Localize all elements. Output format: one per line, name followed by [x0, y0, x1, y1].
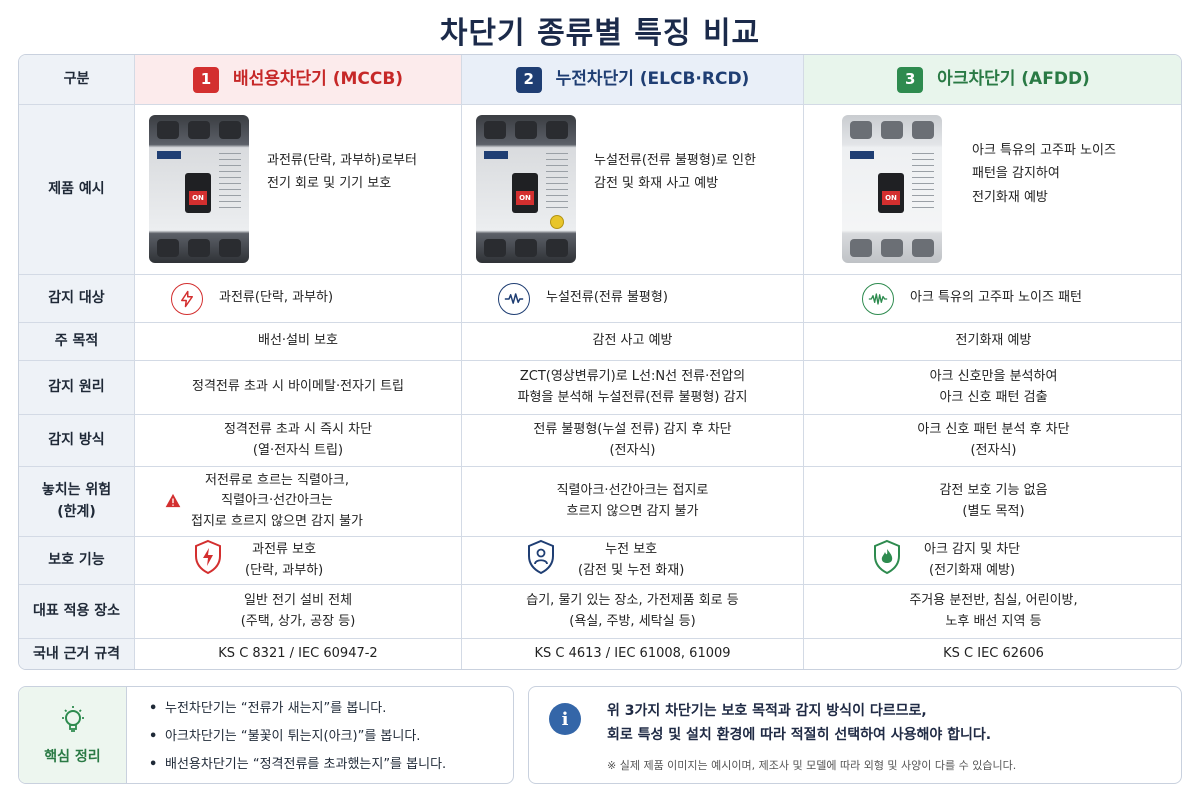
list-item: 누전차단기는 “전류가 새는지”를 봅니다. [149, 695, 446, 723]
note-line: 회로 특성 및 설치 환경에 따라 적절히 선택하여 사용해야 합니다. [607, 727, 992, 743]
shield-lightning-icon [193, 539, 223, 582]
row-label-method: 감지 방식 [19, 415, 135, 467]
row-label-principle: 감지 원리 [19, 361, 135, 415]
number-badge: 3 [897, 66, 924, 93]
summary-list: 누전차단기는 “전류가 새는지”를 봅니다. 아크차단기는 “불꽃이 튀는지(아… [127, 687, 446, 783]
detect-target-mccb: 과전류(단락, 과부하) [135, 275, 462, 323]
shield-person-icon [526, 539, 556, 582]
list-item: 배선용차단기는 “정격전류를 초과했는지”를 봅니다. [149, 751, 446, 779]
risk-afdd: 감전 보호 기능 없음(별도 목적) [804, 467, 1181, 537]
number-badge: 1 [192, 66, 219, 93]
detect-target-elcb: 누설전류(전류 불평형) [462, 275, 804, 323]
protection-elcb: 누전 보호(감전 및 누전 화재) [462, 537, 804, 585]
lightning-icon [171, 282, 203, 315]
disclaimer: ※ 실제 제품 이미지는 예시이며, 제조사 및 모델에 따라 외형 및 사양이… [607, 759, 1017, 772]
standard-afdd: KS C IEC 62606 [943, 646, 1044, 662]
row-label-protection: 보호 기능 [19, 537, 135, 585]
waveform-icon [498, 282, 530, 315]
summary-label: 핵심 정리 [44, 749, 101, 765]
product-description: 과전류(단락, 과부하)로부터 전기 회로 및 기기 보호 [267, 153, 417, 192]
protection-afdd: 아크 감지 및 차단(전기화재 예방) [804, 537, 1181, 585]
purpose-mccb: 배선·설비 보호 [135, 323, 462, 361]
shield-flame-icon [872, 539, 902, 582]
purpose-afdd: 전기화재 예방 [804, 323, 1181, 361]
comparison-table: 구분 1 배선용차단기 (MCCB) 2 누전차단기 (ELCB·RCD) 3 … [18, 54, 1182, 670]
standard-elcb: KS C 4613 / IEC 61008, 61009 [462, 639, 804, 669]
on-label: ON [189, 191, 207, 205]
row-label-product: 제품 예시 [19, 105, 135, 275]
locations-elcb: 습기, 물기 있는 장소, 가전제품 회로 등(욕실, 주방, 세탁실 등) [462, 585, 804, 639]
breaker-image-mccb: ON [149, 115, 249, 263]
key-summary-box: 핵심 정리 누전차단기는 “전류가 새는지”를 봅니다. 아크차단기는 “불꽃이… [18, 686, 514, 784]
warning-icon [165, 493, 181, 515]
list-item: 아크차단기는 “불꽃이 튀는지(아크)”를 봅니다. [149, 723, 446, 751]
product-cell-afdd: ON 아크 특유의 고주파 노이즈 패턴을 감지하여 전기화재 예방 [804, 105, 1181, 275]
column-title: 배선용차단기 (MCCB) [232, 69, 404, 90]
method-elcb: 전류 불평형(누설 전류) 감지 후 차단(전자식) [462, 415, 804, 467]
detect-target-afdd: 아크 특유의 고주파 노이즈 패턴 [804, 275, 1181, 323]
test-button [550, 215, 564, 229]
header-mccb: 1 배선용차단기 (MCCB) [135, 55, 462, 105]
standard-mccb: KS C 8321 / IEC 60947-2 [135, 639, 462, 669]
info-icon: i [549, 703, 581, 735]
column-title: 누전차단기 (ELCB·RCD) [555, 69, 750, 90]
principle-mccb: 정격전류 초과 시 바이메탈·전자기 트립 [135, 361, 462, 415]
noise-wave-icon [862, 282, 894, 315]
locations-afdd: 주거용 분전반, 침실, 어린이방,노후 배선 지역 등 [804, 585, 1181, 639]
protection-mccb: 과전류 보호(단락, 과부하) [135, 537, 462, 585]
info-note-box: i 위 3가지 차단기는 보호 목적과 감지 방식이 다르므로, 회로 특성 및… [528, 686, 1182, 784]
header-afdd: 3 아크차단기 (AFDD) [804, 55, 1181, 105]
row-label-risk: 놓치는 위험(한계) [19, 467, 135, 537]
breaker-image-afdd: ON [842, 115, 942, 263]
on-label: ON [516, 191, 534, 205]
row-label-detect-target: 감지 대상 [19, 275, 135, 323]
purpose-elcb: 감전 사고 예방 [462, 323, 804, 361]
product-description: 아크 특유의 고주파 노이즈 패턴을 감지하여 전기화재 예방 [972, 143, 1116, 205]
number-badge: 2 [515, 66, 542, 93]
product-cell-mccb: ON 과전류(단락, 과부하)로부터 전기 회로 및 기기 보호 [135, 105, 462, 275]
on-label: ON [882, 191, 900, 205]
product-description: 누설전류(전류 불평형)로 인한 감전 및 화재 사고 예방 [594, 153, 756, 192]
summary-label-panel: 핵심 정리 [19, 687, 127, 783]
page-title: 차단기 종류별 특징 비교 [439, 16, 761, 51]
row-label-standard: 국내 근거 규격 [19, 639, 135, 669]
note-line: 위 3가지 차단기는 보호 목적과 감지 방식이 다르므로, [607, 703, 927, 719]
locations-mccb: 일반 전기 설비 전체(주택, 상가, 공장 등) [135, 585, 462, 639]
column-title: 아크차단기 (AFDD) [937, 69, 1090, 90]
breaker-image-elcb: ON [476, 115, 576, 263]
row-label-locations: 대표 적용 장소 [19, 585, 135, 639]
row-label-purpose: 주 목적 [19, 323, 135, 361]
product-cell-elcb: ON 누설전류(전류 불평형)로 인한 감전 및 화재 사고 예방 [462, 105, 804, 275]
method-afdd: 아크 신호 패턴 분석 후 차단(전자식) [804, 415, 1181, 467]
method-mccb: 정격전류 초과 시 즉시 차단(열·전자식 트립) [135, 415, 462, 467]
lightbulb-icon [58, 704, 88, 740]
header-corner: 구분 [19, 55, 135, 105]
header-elcb: 2 누전차단기 (ELCB·RCD) [462, 55, 804, 105]
